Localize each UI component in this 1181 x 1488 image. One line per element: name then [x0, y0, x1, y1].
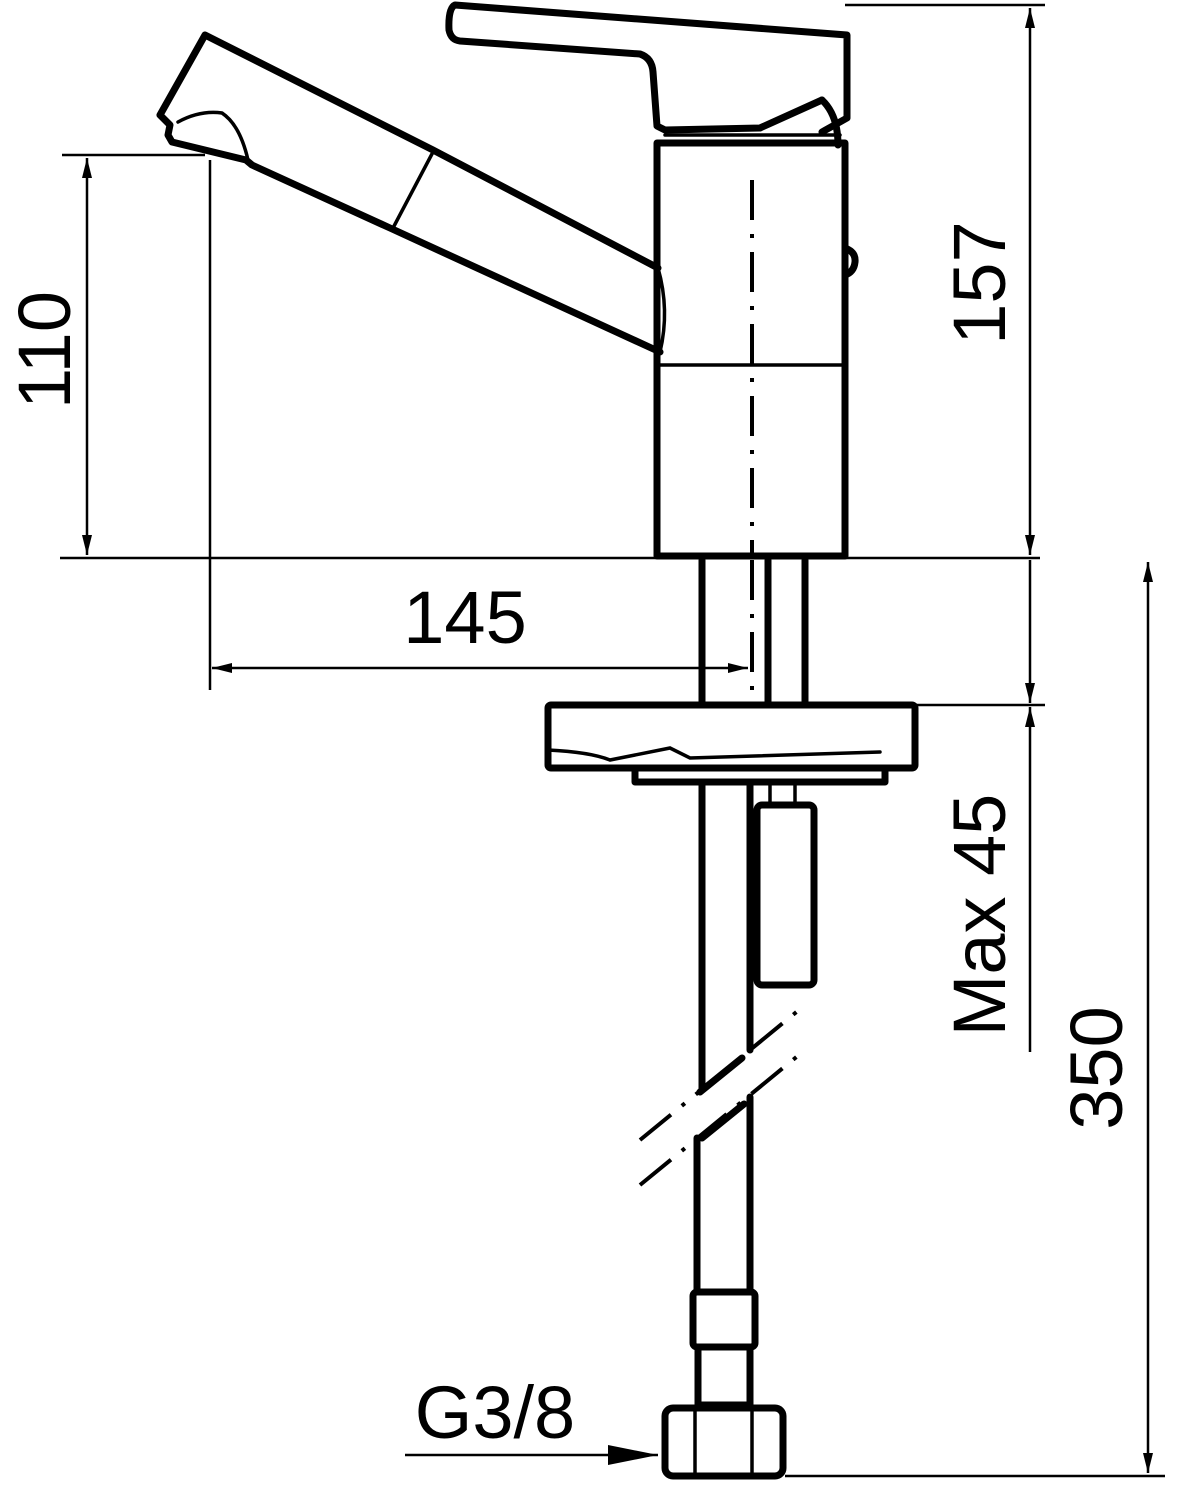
threaded-rod-nut	[753, 801, 818, 989]
break-symbol	[638, 1003, 807, 1187]
spout	[156, 31, 664, 356]
hex-nut	[661, 1404, 787, 1480]
mounting-assembly	[544, 556, 919, 1094]
hose-connection	[661, 1093, 787, 1480]
label-max-45: Max 45	[938, 794, 1021, 1037]
cartridge-knob	[841, 244, 859, 279]
label-110: 110	[3, 291, 86, 409]
washer	[631, 764, 889, 786]
dimension-lines	[60, 3, 1165, 1478]
lever-handle	[445, 1, 851, 136]
label-350: 350	[1055, 1006, 1138, 1129]
label-157: 157	[938, 221, 1021, 344]
label-145: 145	[403, 576, 526, 659]
label-g3-8: G3/8	[415, 1371, 575, 1454]
handle-neck	[818, 96, 842, 149]
